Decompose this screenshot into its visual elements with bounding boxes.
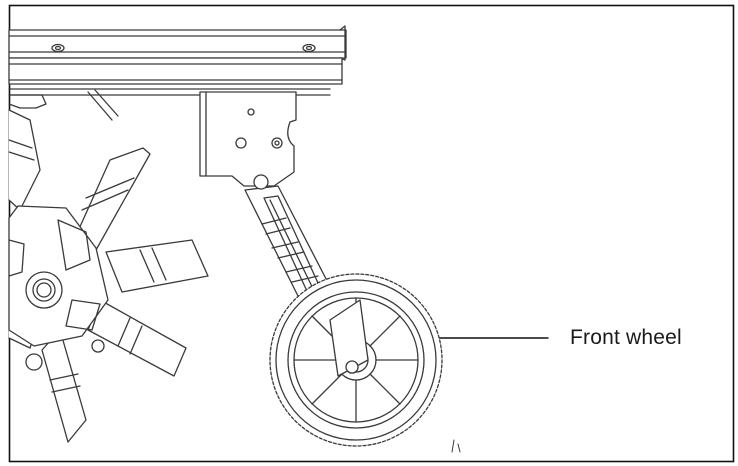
bracket-bolt-hole <box>235 137 247 149</box>
front-wheel <box>269 273 443 447</box>
page-mark <box>451 439 461 453</box>
wheel-mount-bracket <box>199 91 297 187</box>
bolt-hole-right <box>302 43 316 53</box>
top-frame-beam <box>8 25 347 96</box>
front-wheel-label: Front wheel <box>570 326 682 349</box>
bolt-hole-left <box>51 43 65 53</box>
tine-rotor <box>8 109 209 443</box>
left-bracket <box>8 89 119 121</box>
